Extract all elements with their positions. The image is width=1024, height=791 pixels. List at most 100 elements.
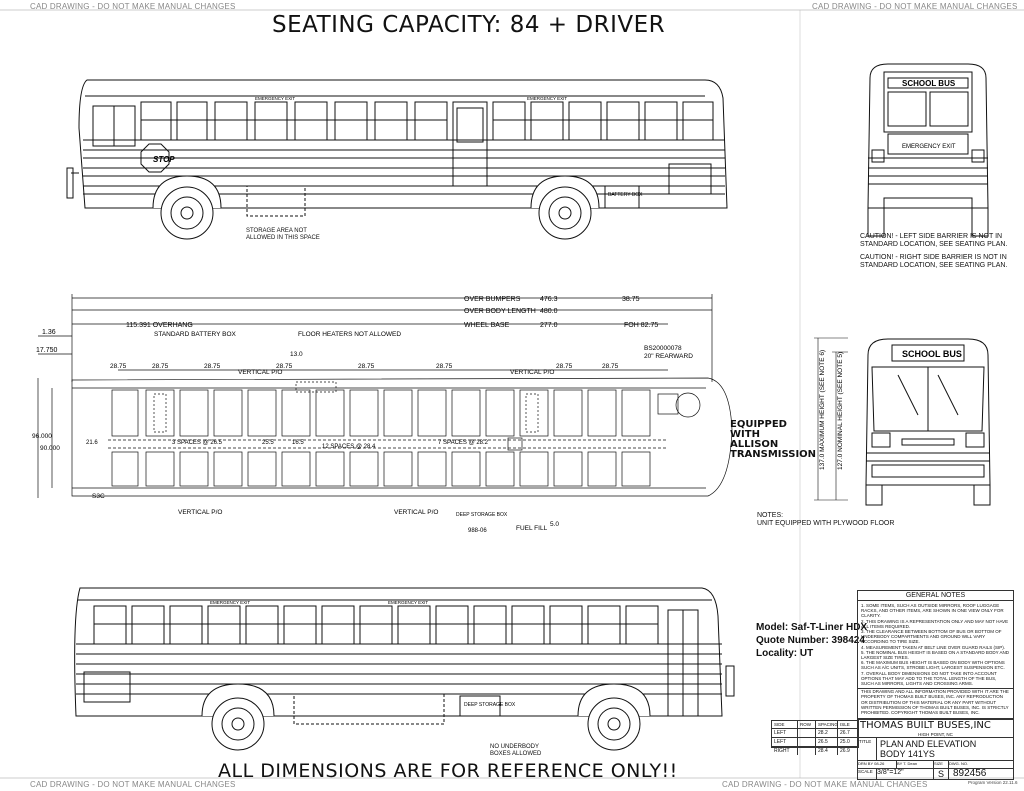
side-bottom-emergency-exit-2: EMERGENCY EXIT [388, 600, 428, 605]
side-table-header: SIDE [772, 721, 798, 729]
nominal-height-label: 127.0 NOMINAL HEIGHT (SEE NOTE 5) [837, 352, 844, 470]
floor-heaters-label: FLOOR HEATERS NOT ALLOWED [298, 331, 401, 338]
front-view: SCHOOL BUS [865, 338, 991, 506]
bottom-title: ALL DIMENSIONS ARE FOR REFERENCE ONLY!! [218, 760, 678, 782]
caution-right-note: CAUTION! - RIGHT SIDE BARRIER IS NOT IN … [860, 254, 1008, 269]
storage-box-label: DEEP STORAGE BOX [456, 512, 508, 518]
pitch-label-5: 28.75 [358, 363, 375, 370]
side-bottom-deep-storage: DEEP STORAGE BOX [464, 702, 516, 708]
general-note-item: 6. THE MAXIMUM BUS HEIGHT IS BASED ON BO… [861, 660, 1005, 671]
side-top-stop-label: STOP [153, 155, 175, 164]
dim-216: 21.6 [86, 440, 98, 446]
program-version: Program Version 22.11.6 [968, 780, 1018, 785]
pitch-label-3: 28.75 [204, 363, 221, 370]
pitch-label-2: 28.75 [152, 363, 169, 370]
quote-number: Quote Number: 398424 [756, 635, 865, 646]
side-table-cell: LEFT [772, 738, 798, 747]
general-note-item: 2. THIS DRAWING IS A REPRESENTATION ONLY… [861, 618, 1009, 629]
pitch-label-7: 28.75 [556, 363, 573, 370]
pitch-13: 13.0 [290, 351, 303, 358]
std-battery-label: STANDARD BATTERY BOX [154, 331, 237, 338]
size-value: S [934, 769, 949, 779]
s3c-label: S3C [92, 493, 105, 500]
bs-code: BS20000078 [644, 345, 682, 352]
side-table-cell: 26.5 [816, 738, 838, 747]
general-notes-header: GENERAL NOTES [858, 591, 1013, 601]
over-bumpers-label: OVER BUMPERS [464, 296, 521, 303]
over-body-label: OVER BODY LENGTH [464, 308, 536, 315]
drn-date: DRN BY 08-26 [858, 761, 897, 768]
dim-988: 988-06 [468, 528, 487, 534]
side-top-battery-box: BATTERY BOX [608, 192, 643, 198]
general-note-item: 4. MEASUREMENT TAKEN AT BELT LINE OVER G… [861, 644, 1005, 650]
side-table-cell [798, 747, 816, 755]
title-block: THOMAS BUILT BUSES,INC HIGH POINT, NC TI… [857, 718, 1014, 780]
width-90: 90.000 [40, 445, 60, 452]
spaces-left: 3 SPACES @ 26.5 [172, 440, 223, 446]
dim-136: 1.36 [42, 329, 56, 336]
side-table-header: ROW [798, 721, 816, 729]
general-note-item: 5. THE NOMINAL BUS HEIGHT IS BASED ON A … [861, 649, 1010, 661]
watermark-top-right: CAD DRAWING - DO NOT MAKE MANUAL CHANGES [812, 2, 1018, 11]
side-table-cell [798, 738, 816, 747]
vertical-po-3: VERTICAL P/O [178, 509, 222, 516]
height-dimensions: 137.0 MAXIMUM HEIGHT (SEE NOTE 6) 127.0 … [814, 337, 848, 501]
vertical-po-1: VERTICAL P/O [238, 369, 282, 376]
side-table-cell: 28.4 [816, 747, 838, 755]
vertical-po-4: VERTICAL P/O [394, 509, 438, 516]
dim-165: 16.5 [292, 440, 304, 446]
drawing-title-2: BODY 141YS [880, 749, 935, 759]
company-name: THOMAS BUILT BUSES,INC [860, 720, 991, 731]
general-note-item: 3. THE CLEARANCE BETWEEN BOTTOM OF BUS O… [861, 629, 1002, 645]
side-top-emergency-exit-1: EMERGENCY EXIT [255, 96, 295, 101]
wheel-base-value: 277.0 [540, 322, 558, 329]
drawn-by: BY T. Dean [897, 761, 934, 768]
side-table-cell: 25.0 [838, 738, 858, 747]
pitch-label-4: 28.75 [276, 363, 293, 370]
side-spacing-table: SIDE ROW SPACING ISLE LEFT 28.2 26.7 LEF… [771, 720, 859, 755]
drawing-title-1: PLAN AND ELEVATION [880, 739, 977, 749]
pitch-label-8: 28.75 [602, 363, 619, 370]
watermark-bottom-left: CAD DRAWING - DO NOT MAKE MANUAL CHANGES [30, 780, 236, 789]
side-table-cell [798, 729, 816, 738]
side-table-cell: 26.7 [838, 729, 858, 738]
rear-school-bus: SCHOOL BUS [902, 79, 956, 88]
side-table-header: SPACING [816, 721, 838, 729]
storage-area-note: STORAGE AREA NOT ALLOWED IN THIS SPACE [246, 228, 320, 241]
dwg-number: 892456 [953, 768, 987, 779]
side-table-header: ISLE [838, 721, 858, 729]
locality: Locality: UT [756, 648, 814, 659]
fuel-fill-label: FUEL FILL [516, 525, 548, 532]
scale-value: 3/8"=12" [877, 769, 934, 779]
title-label: TITLE [858, 738, 877, 760]
page-title: SEATING CAPACITY: 84 + DRIVER [272, 12, 666, 38]
dim-50: 5.0 [550, 521, 559, 528]
side-table-cell: RIGHT [772, 747, 798, 755]
max-height-label: 137.0 MAXIMUM HEIGHT (SEE NOTE 6) [819, 350, 826, 470]
general-note-item: 7. OVERALL BODY DIMENSIONS DO NOT TAKE I… [861, 670, 997, 687]
dim-255: 25.5 [262, 440, 274, 446]
dim-17750: 17.750 [36, 347, 58, 354]
general-note-item: 1. SOME ITEMS, SUCH AS OUTSIDE MIRRORS, … [861, 603, 1004, 619]
rearward-label: 20" REARWARD [644, 353, 693, 360]
watermark-bottom-right: CAD DRAWING - DO NOT MAKE MANUAL CHANGES [722, 780, 928, 789]
rear-dim-value: 38.75 [622, 296, 640, 303]
front-school-bus: SCHOOL BUS [902, 349, 962, 359]
side-view-bottom: EMERGENCY EXIT EMERGENCY EXIT DEEP STORA… [74, 587, 735, 751]
company-location: HIGH POINT, NC [858, 732, 1013, 738]
property-notice: THIS DRAWING AND ALL INFORMATION PROVIDE… [858, 688, 1013, 715]
general-notes-box: GENERAL NOTES 1. SOME ITEMS, SUCH AS OUT… [857, 590, 1014, 720]
scale-label: SCALE [858, 769, 877, 779]
side-bottom-emergency-exit-1: EMERGENCY EXIT [210, 600, 250, 605]
side-view-top: EMERGENCY EXIT EMERGENCY EXIT STOP BATTE… [66, 79, 728, 240]
watermark-top-left: CAD DRAWING - DO NOT MAKE MANUAL CHANGES [30, 2, 236, 11]
side-table-cell: 26.9 [840, 748, 850, 754]
width-96: 96.000 [32, 433, 52, 440]
spaces-mid: 12 SPACES @ 28.4 [322, 444, 376, 450]
notes-plywood: UNIT EQUIPPED WITH PLYWOOD FLOOR [757, 520, 895, 527]
plan-view: OVER BUMPERS 476.3 38.75 OVER BODY LENGT… [32, 294, 733, 534]
pitch-label-6: 28.75 [436, 363, 453, 370]
notes-heading: NOTES: [757, 512, 784, 519]
caution-left-note: CAUTION! - LEFT SIDE BARRIER IS NOT IN S… [860, 233, 1008, 248]
no-underbody-note: NO UNDERBODY BOXES ALLOWED [490, 744, 542, 757]
